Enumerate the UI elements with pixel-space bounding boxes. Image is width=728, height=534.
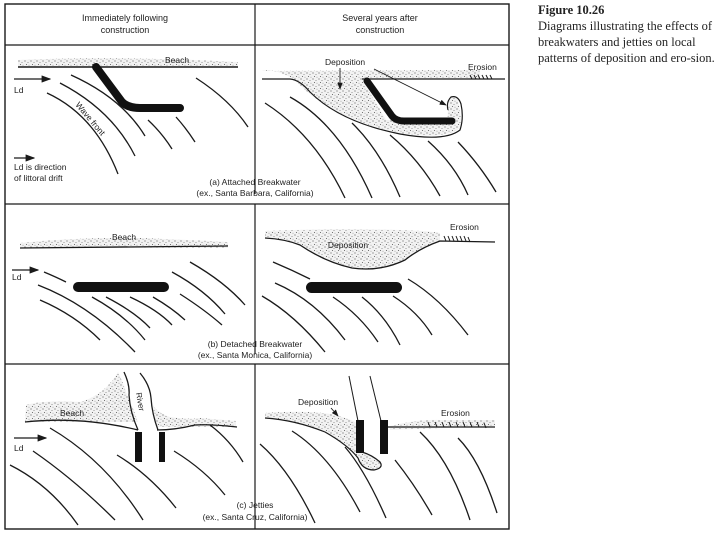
jetty: [159, 432, 165, 462]
deposition-outline: [264, 417, 382, 471]
wave-fronts: [46, 74, 249, 175]
figure-frame: [4, 3, 510, 530]
erosion-label: Erosion: [450, 222, 479, 232]
shoreline: [24, 419, 139, 431]
detached-breakwater: [306, 282, 402, 293]
shoreline: [156, 424, 238, 431]
ld-label: Ld: [14, 85, 24, 95]
jetty: [135, 432, 142, 462]
wave-front-label: Wave front: [73, 100, 107, 138]
wave-fronts: [264, 96, 497, 199]
panel-a-after: Deposition Erosion: [262, 57, 505, 199]
shoreline: [19, 245, 229, 249]
jetty-guide: [348, 375, 359, 422]
attached-breakwater: [363, 77, 456, 125]
deposition-label: Deposition: [325, 57, 365, 67]
beach-label: Beach: [165, 55, 189, 65]
panel-b-before: Beach Ld: [12, 232, 246, 353]
jetty-guide: [369, 375, 382, 422]
beach-sand: [153, 405, 236, 427]
detached-breakwater: [73, 282, 169, 292]
header-right-line2: construction: [356, 25, 405, 35]
panel-b-example: (ex., Santa Monica, California): [198, 350, 312, 360]
beach-label: Beach: [112, 232, 136, 242]
panel-c-example: (ex., Santa Cruz, California): [203, 512, 308, 522]
river-bank: [123, 371, 139, 431]
erosion-label: Erosion: [468, 62, 497, 72]
panel-c-before: River Beach Ld: [9, 371, 244, 526]
panel-a-example: (ex., Santa Barbara, California): [196, 188, 313, 198]
erosion-hatch-icon: [443, 235, 471, 243]
river-bank: [139, 372, 159, 431]
deposition-area: [262, 70, 480, 136]
wave-fronts: [37, 261, 246, 353]
deposition-area: [265, 229, 440, 269]
jetty: [380, 420, 388, 454]
deposition-outline: [262, 78, 463, 138]
deposition-label: Deposition: [298, 397, 338, 407]
figure-number: Figure 10.26: [538, 3, 605, 17]
beach-sand: [18, 58, 238, 67]
panel-b-title: (b) Detached Breakwater: [208, 339, 303, 349]
panel-a-title: (a) Attached Breakwater: [209, 177, 300, 187]
deposition-label: Deposition: [328, 240, 368, 250]
header-right-line1: Several years after: [342, 13, 418, 23]
ld-label: Ld: [14, 443, 24, 453]
beach-sand: [20, 237, 228, 248]
header-left-line2: construction: [101, 25, 150, 35]
deposition-arrow-icon: [330, 407, 339, 417]
deposition-area: [265, 411, 382, 470]
wave-fronts: [259, 430, 498, 524]
panel-c-after: Deposition Erosion: [259, 375, 498, 524]
attached-breakwater: [92, 63, 184, 112]
legend-line2: of littoral drift: [14, 173, 63, 183]
river-label: River: [134, 392, 146, 412]
beach-sand: [390, 419, 495, 430]
erosion-label: Erosion: [441, 408, 470, 418]
jetty: [356, 420, 364, 453]
figure-caption: Figure 10.26 Diagrams illustrating the e…: [538, 2, 728, 66]
deposition-outline: [264, 237, 496, 270]
deposition-arrow-icon: [373, 68, 447, 106]
panel-a-before: Beach Ld Wave front Ld is direction of l…: [14, 55, 249, 183]
erosion-hatch-icon: [427, 421, 487, 429]
figure-caption-text: Diagrams illustrating the effects of bre…: [538, 19, 715, 65]
wave-fronts: [261, 261, 469, 353]
beach-label: Beach: [60, 408, 84, 418]
beach-sand: [25, 372, 138, 422]
legend-line1: Ld is direction: [14, 162, 67, 172]
ld-label: Ld: [12, 272, 22, 282]
erosion-hatch-icon: [469, 74, 493, 80]
wave-fronts: [9, 424, 244, 526]
header-left-line1: Immediately following: [82, 13, 168, 23]
panel-b-after: Deposition Erosion: [261, 222, 496, 353]
panel-c-title: (c) Jetties: [237, 500, 274, 510]
